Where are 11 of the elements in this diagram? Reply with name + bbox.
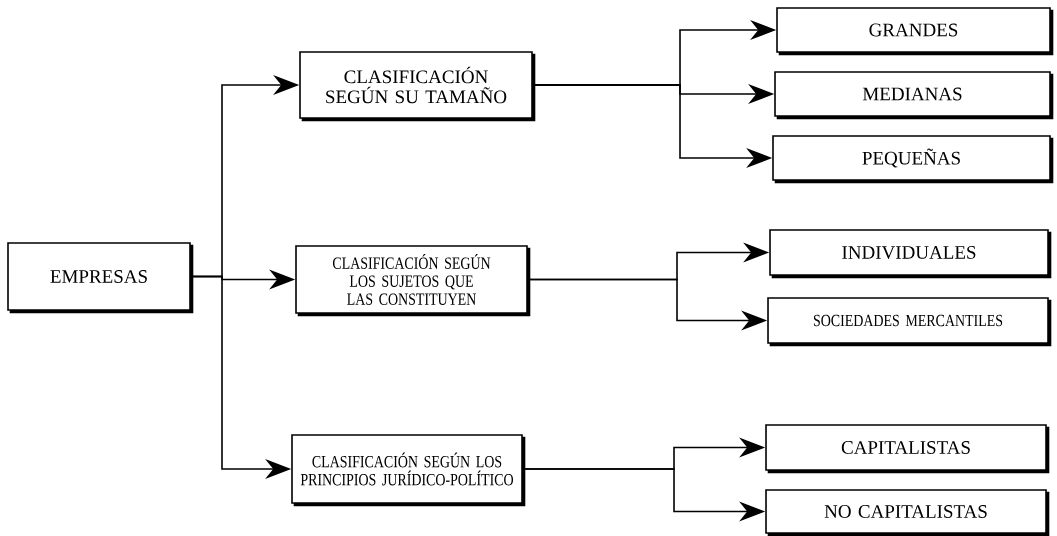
box: CLASIFICACIÓN SEGÚN SU TAMAÑO xyxy=(299,51,536,122)
box: MEDIANAS xyxy=(774,71,1054,120)
box: CAPITALISTAS xyxy=(765,424,1050,474)
box: INDIVIDUALES xyxy=(769,229,1052,279)
box: PEQUEÑAS xyxy=(772,135,1054,184)
box: EMPRESAS xyxy=(7,242,194,314)
box: CLASIFICACIÓN SEGÚN LOS SUJETOS QUE LAS CONSTITUYEN xyxy=(295,245,531,317)
box: CLASIFICACIÓN SEGÚN LOS PRINCIPIOS JURÍDICO-POLÍTICO xyxy=(291,434,526,507)
box: GRANDES xyxy=(776,7,1054,56)
box: NO CAPITALISTAS xyxy=(765,489,1050,536)
box: SOCIEDADES MERCANTILES xyxy=(767,297,1052,347)
